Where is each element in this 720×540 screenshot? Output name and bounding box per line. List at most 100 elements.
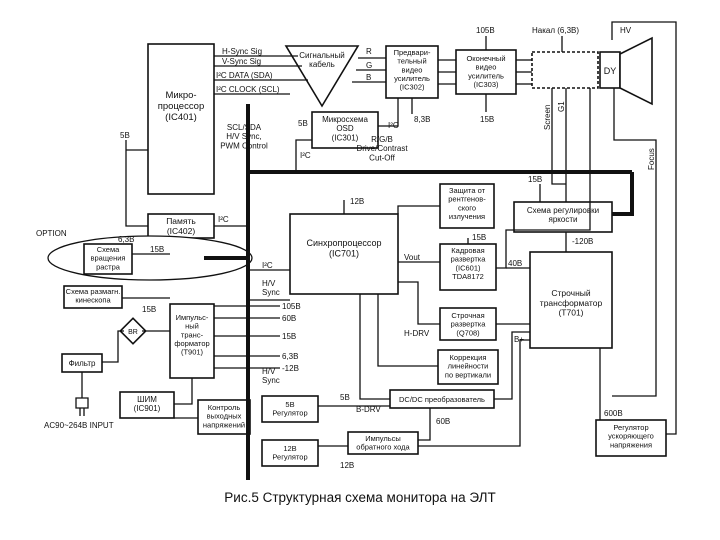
text-line: Сигнальный	[299, 51, 345, 60]
v12-reg-label: 12В	[340, 461, 354, 470]
flyback-transformer-block	[529, 251, 613, 349]
focus-label: Focus	[647, 148, 656, 170]
retrace-to-flyback	[418, 339, 530, 447]
v83-label: 8,3В	[414, 115, 430, 124]
text-line: напряжения	[610, 440, 652, 449]
text-line: H/V	[262, 279, 276, 288]
v15-vert-label: 15В	[472, 233, 486, 242]
text-line: H/V Sync,	[226, 132, 262, 141]
v15-deg-label: 15В	[142, 305, 156, 314]
text-line: (Q708)	[456, 328, 480, 337]
text-line: TDA8172	[452, 272, 484, 281]
crt-tube	[619, 36, 653, 106]
i2c-osd2-label: I²C	[388, 121, 399, 130]
regulator-12v-block	[261, 439, 319, 467]
bridge-label: BR	[128, 329, 138, 336]
text-line: (T901)	[181, 348, 204, 357]
text-line: Память	[166, 216, 196, 226]
hv-line	[611, 21, 677, 435]
text-line: Схема размагн.	[66, 287, 121, 296]
text-line: излучения	[449, 212, 485, 221]
v15-bright-label: 15В	[528, 175, 542, 184]
g-label: G	[366, 61, 372, 70]
hv-regulator-block	[595, 419, 667, 457]
i2c-clock-label: I²C CLOCK (SCL)	[216, 85, 280, 94]
text-line: Строчная	[451, 311, 484, 320]
text-line: Схема регулировки	[527, 206, 599, 215]
heater-label: Накал (6,3В)	[532, 26, 579, 35]
bplus-label: B+	[514, 335, 524, 344]
text-line: Оконечный	[466, 54, 505, 63]
text-line: ского	[458, 203, 476, 212]
text-line: развертка	[451, 320, 487, 329]
filter-to-bridge	[102, 330, 124, 363]
text-line: Фильтр	[69, 359, 96, 368]
text-line: PWM Control	[220, 141, 268, 150]
v15-amp-label: 15В	[480, 115, 494, 124]
v600-label: 600В	[604, 409, 623, 418]
v63-rot-label: 6,3В	[118, 235, 134, 244]
text-line: тельный	[397, 57, 426, 66]
filter-label: Фильтр	[69, 359, 96, 368]
v5-osd-label: 5В	[298, 119, 308, 128]
text-line: развертка	[451, 255, 487, 264]
osd-to-preamp	[378, 98, 399, 127]
v15-rot-label: 15В	[150, 245, 164, 254]
text-line: R/G/B	[371, 135, 393, 144]
text-line: Регулятор	[272, 409, 307, 418]
text-line: выходных	[207, 412, 242, 421]
text-line: (IC601)	[455, 263, 481, 272]
text-line: форматор	[174, 339, 209, 348]
dcdc-60v	[418, 408, 431, 441]
v60-dc-label: 60В	[436, 417, 450, 426]
text-line: трансформатор	[540, 298, 603, 308]
text-line: 5В	[285, 400, 294, 409]
v5-reg-label: 5В	[340, 393, 350, 402]
text-line: (IC302)	[399, 83, 425, 92]
neg120-label: -120В	[572, 237, 593, 246]
text-line: 12В	[283, 444, 296, 453]
vout-label: Vout	[404, 253, 421, 262]
bdrv-label: B-DRV	[356, 405, 381, 414]
linearity-correction-block	[437, 349, 499, 385]
v40-label: 40В	[508, 259, 522, 268]
text-line: Строчный	[551, 288, 591, 298]
text-line: Предвари-	[394, 48, 431, 57]
sync-processor-block	[289, 213, 399, 295]
text-line: Drive/Contrast	[356, 144, 408, 153]
text-line: (IC301)	[332, 133, 359, 142]
ac-plug	[75, 397, 89, 416]
vertical-deflection-block	[439, 243, 497, 291]
pwm-block	[119, 391, 175, 419]
text-line: DY	[604, 66, 617, 76]
r-label: R	[366, 47, 372, 56]
text-line: (IC901)	[134, 404, 161, 413]
xray-to-sync	[397, 205, 440, 214]
text-line: линейности	[448, 362, 489, 371]
text-line: процессор	[158, 101, 205, 112]
text-line: (T701)	[558, 308, 583, 318]
microprocessor-label: Микро-процессор(IC401)	[158, 90, 205, 123]
text-line: напряжений	[203, 420, 245, 429]
vertical-to-dy	[496, 88, 591, 269]
microprocessor-block	[147, 43, 215, 195]
rail-63-label: 6,3В	[282, 352, 298, 361]
main-bus-right	[612, 172, 634, 216]
raster-rotation-block	[83, 243, 133, 275]
text-line: вращения	[91, 254, 126, 263]
text-line: яркости	[549, 215, 578, 224]
text-line: Коррекция	[450, 353, 487, 362]
text-line: Синхропроцессор	[306, 238, 381, 248]
hdrv-label: H-DRV	[404, 329, 430, 338]
text-line: рентгенов-	[448, 195, 486, 204]
option-label: OPTION	[36, 229, 67, 238]
i2c-mem-label: I²C	[218, 215, 229, 224]
retrace-pulses-block	[347, 431, 419, 455]
